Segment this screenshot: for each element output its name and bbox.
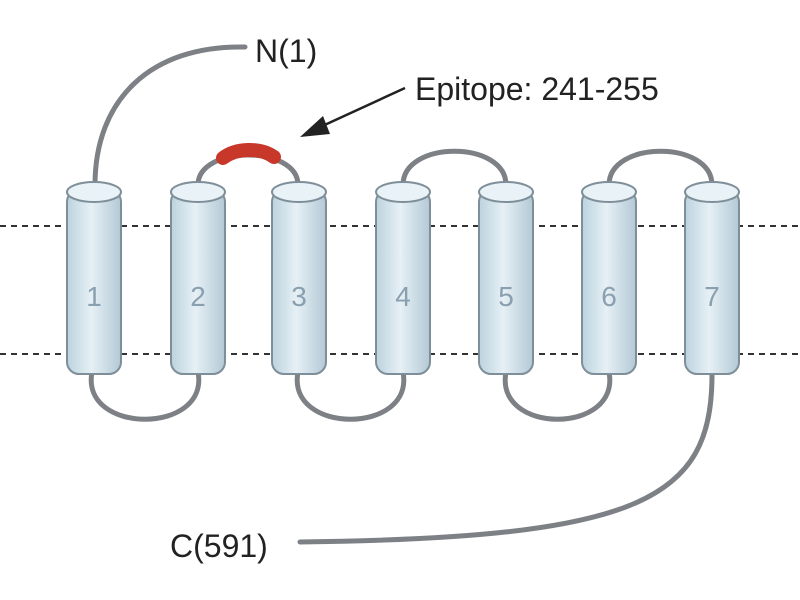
extracellular-loop-6-7 <box>606 148 715 186</box>
helix-number: 2 <box>190 281 206 312</box>
helix-4: 4 <box>375 181 431 375</box>
helix-1: 1 <box>66 181 122 375</box>
helix-3: 3 <box>271 181 327 375</box>
helix-2: 2 <box>170 181 226 375</box>
epitope-segment <box>216 143 281 165</box>
helix-number: 5 <box>498 281 514 312</box>
intracellular-loop-3-4 <box>294 371 407 422</box>
helix-number: 6 <box>601 281 617 312</box>
epitope-arrow-head <box>300 116 330 137</box>
c-terminal-tail <box>297 372 715 545</box>
epitope-arrow-shaft <box>317 86 406 130</box>
epitope-label: Epitope: 241-255 <box>415 71 659 107</box>
helix-5: 5 <box>478 181 534 375</box>
n-terminal-tail <box>92 44 248 188</box>
intracellular-loop-5-6 <box>502 371 613 422</box>
helix-number: 4 <box>395 281 411 312</box>
helix-7: 7 <box>684 181 740 375</box>
helix-number: 1 <box>86 281 102 312</box>
n-terminus-label: N(1) <box>255 33 317 69</box>
helix-number: 7 <box>704 281 720 312</box>
intracellular-loop-1-2 <box>88 371 202 422</box>
helix-number: 3 <box>291 281 307 312</box>
c-terminus-label: C(591) <box>170 528 268 564</box>
helix-6: 6 <box>581 181 637 375</box>
extracellular-loop-2-3 <box>195 152 301 186</box>
extracellular-loop-4-5 <box>400 148 509 186</box>
